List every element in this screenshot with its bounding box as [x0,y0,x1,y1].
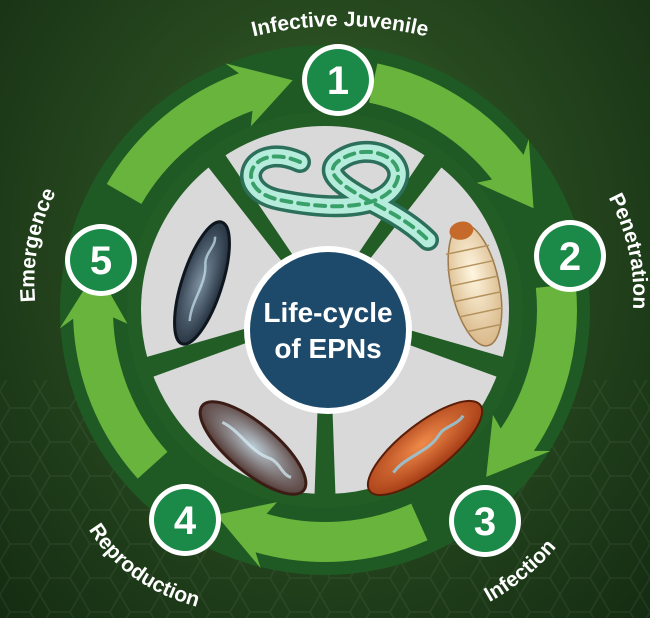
cycle-arrow-1 [369,63,534,209]
cycle-arrow-5 [106,63,293,204]
center-title-line2: of EPNs [274,333,381,364]
larva-brown-icon [198,400,308,496]
larva-dark-icon [173,220,231,346]
stage-label-1: Infective Juvenile [249,8,431,41]
cycle-arrow-2 [486,283,577,477]
larva-orange-icon [366,399,484,497]
cycle-arrow-4 [59,269,168,479]
stage-number-5: 5 [90,239,112,283]
cycle-arrows [59,63,577,569]
center-title-line1: Life-cycle [263,297,392,328]
stage-label-5: Emergence [16,184,60,303]
cycle-arrow-3 [216,502,428,569]
center-badge: Life-cycle of EPNs [244,246,412,414]
stage-badge-2: 2 [534,220,606,292]
stage-number-4: 4 [174,499,197,543]
stage-label-2: Penetration [604,190,650,310]
stage-number-1: 1 [327,59,349,103]
stage-badge-1: 1 [302,44,374,116]
larva-pale-icon [445,221,503,347]
stage-badge-4: 4 [149,484,221,556]
stage-number-3: 3 [474,500,496,544]
stage-number-2: 2 [559,235,581,279]
nematode-icon [240,140,439,251]
stage-badge-5: 5 [65,224,137,296]
stage-badge-3: 3 [449,485,521,557]
